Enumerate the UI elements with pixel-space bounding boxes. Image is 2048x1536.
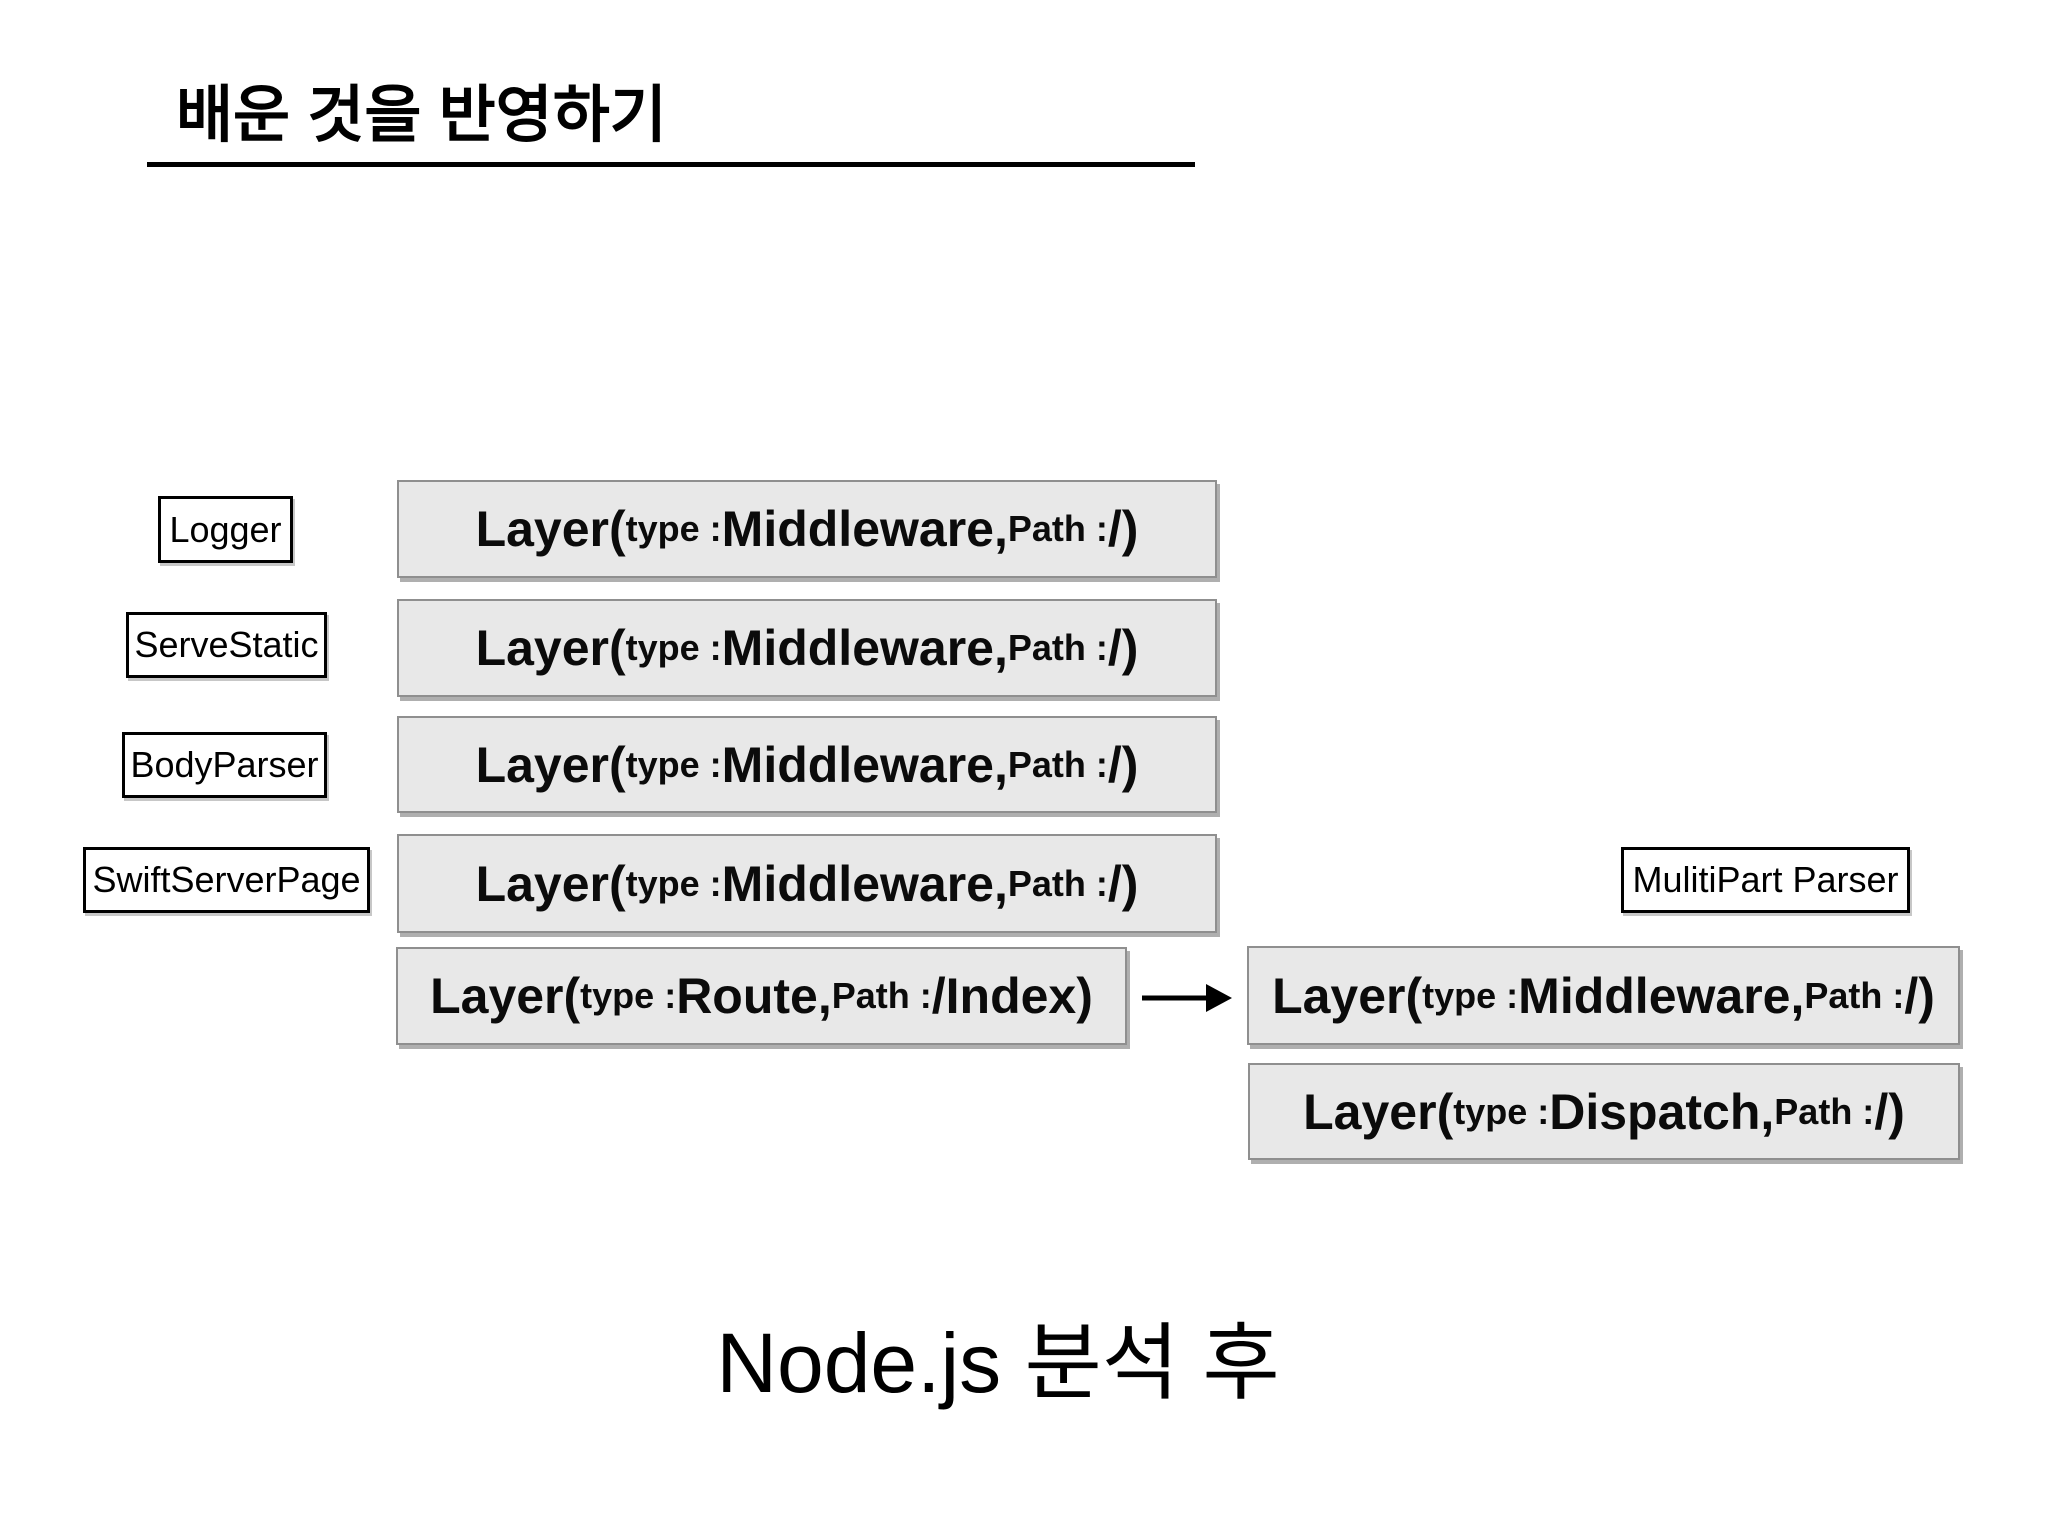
layer-right-middleware: Layer(type : Middleware, Path : /) xyxy=(1247,946,1960,1045)
layer-text-segment: type : xyxy=(625,627,722,668)
label-servestatic: ServeStatic xyxy=(126,612,327,678)
layer-middleware-4: Layer(type : Middleware, Path : /) xyxy=(397,834,1217,933)
layer-text-segment: type : xyxy=(625,508,722,549)
layer-text-segment: Layer( xyxy=(475,620,626,676)
layer-text-segment: /) xyxy=(1107,736,1139,793)
layer-route: Layer(type : Route, Path : /Index) xyxy=(396,947,1127,1045)
layer-text-segment: /) xyxy=(1904,967,1935,1024)
label-multipart-parser-text: MulitiPart Parser xyxy=(1632,859,1899,900)
layer-text-segment: Path : xyxy=(1007,508,1108,549)
layer-text-segment: type : xyxy=(625,743,722,785)
layer-text-segment: Path : xyxy=(1007,862,1108,904)
layer-text-segment: Path : xyxy=(1007,743,1108,785)
layer-text-segment: Path : xyxy=(1007,627,1108,668)
layer-text-segment: Path : xyxy=(1804,974,1905,1016)
layer-text-segment: /) xyxy=(1874,1083,1905,1140)
layer-text-segment: Route, xyxy=(676,968,832,1024)
layer-text-segment: type : xyxy=(625,862,722,904)
layer-text-segment: Layer( xyxy=(475,736,626,793)
layer-text-segment: /) xyxy=(1107,620,1139,676)
layer-text-segment: Middleware, xyxy=(721,620,1008,676)
layer-text-segment: type : xyxy=(1422,974,1519,1016)
layer-text-segment: Layer( xyxy=(430,968,581,1024)
layer-text-segment: Layer( xyxy=(475,855,626,912)
label-swiftserverpage: SwiftServerPage xyxy=(83,847,370,913)
layer-text-segment: /Index) xyxy=(931,968,1093,1024)
caption: Node.js 분석 후 xyxy=(716,1316,1280,1410)
route-arrow-icon xyxy=(1142,984,1232,1012)
layer-middleware-3: Layer(type : Middleware, Path : /) xyxy=(397,716,1217,813)
layer-text-segment: Path : xyxy=(831,975,932,1016)
label-multipart-parser: MulitiPart Parser xyxy=(1621,847,1910,913)
layer-text-segment: /) xyxy=(1107,501,1139,557)
layer-text-segment: Layer( xyxy=(1272,967,1423,1024)
layer-middleware-1: Layer(type : Middleware, Path : /) xyxy=(397,480,1217,578)
layer-text-segment: type : xyxy=(580,975,677,1016)
label-bodyparser: BodyParser xyxy=(122,732,327,798)
layer-middleware-2: Layer(type : Middleware, Path : /) xyxy=(397,599,1217,697)
label-swiftserverpage-text: SwiftServerPage xyxy=(92,859,361,900)
label-logger-text: Logger xyxy=(169,508,282,550)
title-underline xyxy=(147,162,1195,167)
layer-right-dispatch: Layer(type : Dispatch, Path : /) xyxy=(1248,1063,1960,1160)
label-servestatic-text: ServeStatic xyxy=(134,624,319,665)
layer-text-segment: /) xyxy=(1107,855,1139,912)
label-bodyparser-text: BodyParser xyxy=(130,744,319,785)
page-title: 배운 것을 반영하기 xyxy=(176,81,667,150)
layer-text-segment: Middleware, xyxy=(1518,967,1805,1024)
layer-text-segment: Middleware, xyxy=(721,855,1008,912)
layer-text-segment: Layer( xyxy=(475,501,626,557)
layer-text-segment: Middleware, xyxy=(721,501,1008,557)
layer-text-segment: Path : xyxy=(1774,1090,1875,1132)
layer-text-segment: type : xyxy=(1453,1090,1550,1132)
label-logger: Logger xyxy=(158,496,293,563)
layer-text-segment: Middleware, xyxy=(721,736,1008,793)
layer-text-segment: Layer( xyxy=(1303,1083,1454,1140)
layer-text-segment: Dispatch, xyxy=(1549,1083,1775,1140)
